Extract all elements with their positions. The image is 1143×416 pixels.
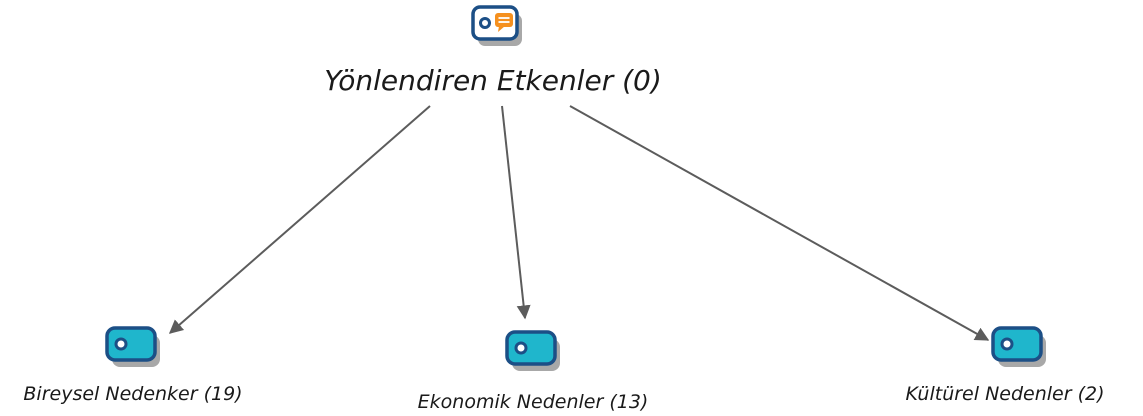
child-node-label: Kültürel Nedenler (2) [905,383,1104,405]
edge-root-to-ekonomik [501,105,531,320]
edges [168,105,990,341]
child-node-label: Ekonomik Nedenler (13) [418,391,649,413]
root-node-label: Yönlendiren Etkenler (0) [324,64,662,97]
child-node-label: Bireysel Nedenker (19) [23,383,242,405]
edge-root-to-bireysel [168,105,431,334]
code-memo-icon[interactable] [471,5,522,46]
code-icon[interactable] [991,326,1046,367]
child-node-ekonomik[interactable]: Ekonomik Nedenler (13) [418,330,649,413]
child-node-kulturel[interactable]: Kültürel Nedenler (2) [905,326,1105,405]
code-icon[interactable] [105,326,160,367]
edge-root-to-kulturel [569,105,990,341]
child-node-bireysel[interactable]: Bireysel Nedenker (19) [23,326,243,405]
root-node[interactable]: Yönlendiren Etkenler (0) [324,5,662,97]
code-icon[interactable] [505,330,560,371]
